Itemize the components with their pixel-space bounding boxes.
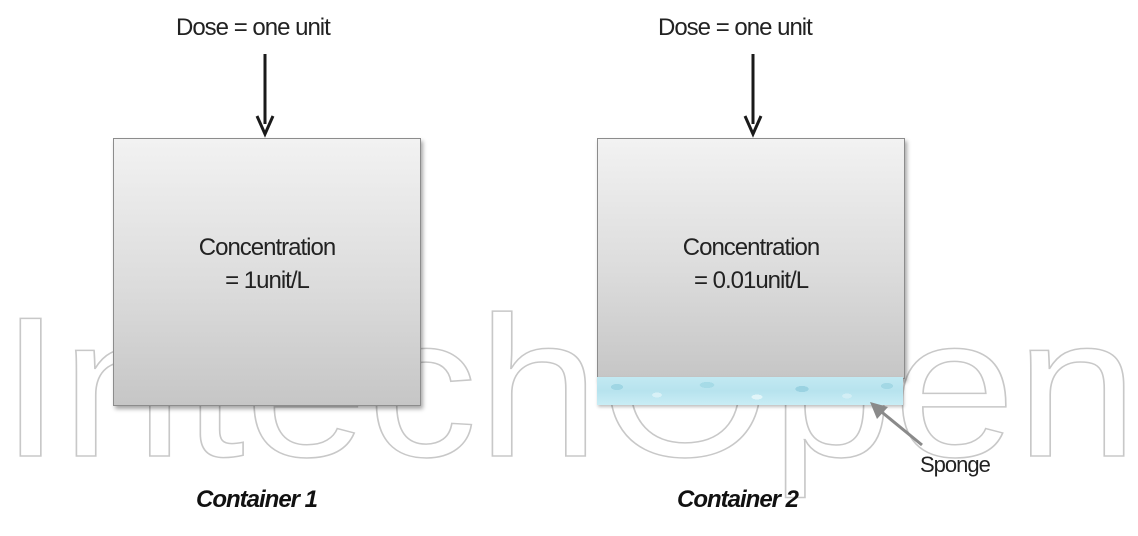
sponge-pointer-arrow (870, 402, 923, 447)
container-2-caption: Container 2 (677, 486, 799, 513)
container-2-concentration-label: Concentration (682, 234, 820, 261)
sponge-layer (597, 377, 903, 405)
dose-label-1: Dose = one unit (176, 14, 331, 41)
container-1-concentration-label: Concentration (198, 234, 336, 261)
container-1-caption: Container 1 (196, 486, 318, 513)
dose-label-2: Dose = one unit (658, 14, 813, 41)
container-1-box: Concentration = 1unit/L (113, 138, 421, 406)
container-1-concentration-value: = 1unit/L (225, 267, 310, 294)
container-2-concentration-value: = 0.01unit/L (693, 267, 809, 294)
dose-arrow-1 (255, 54, 275, 138)
sponge-label: Sponge (920, 452, 991, 477)
container-2-box: Concentration = 0.01unit/L (597, 138, 905, 379)
dose-arrow-2 (743, 54, 763, 138)
